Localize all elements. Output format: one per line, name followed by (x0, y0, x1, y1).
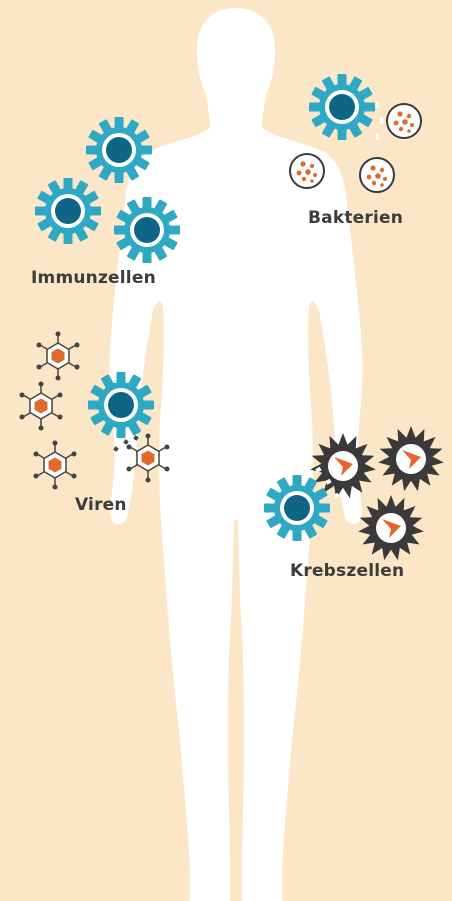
bacteria-group (290, 74, 421, 192)
immune-cell-icon (35, 178, 101, 244)
immune-cell-icon (88, 372, 154, 438)
label-bacteria: Bakterien (308, 208, 403, 228)
virus-icon (20, 382, 63, 431)
engulf-marks (376, 102, 383, 140)
immune-cell-icon (309, 74, 375, 140)
viruses-group (20, 332, 170, 490)
virus-icon (37, 332, 80, 381)
label-viruses: Viren (75, 495, 127, 515)
bacterium-icon (387, 104, 421, 138)
label-cancer-cells: Krebszellen (290, 561, 404, 581)
bacterium-icon (290, 154, 324, 188)
virus-icon (34, 441, 77, 490)
cancer-cell-icon (358, 495, 425, 561)
bacterium-icon (360, 158, 394, 192)
label-immune-cells: Immunzellen (31, 268, 156, 288)
cancer-cell-icon (378, 426, 445, 492)
